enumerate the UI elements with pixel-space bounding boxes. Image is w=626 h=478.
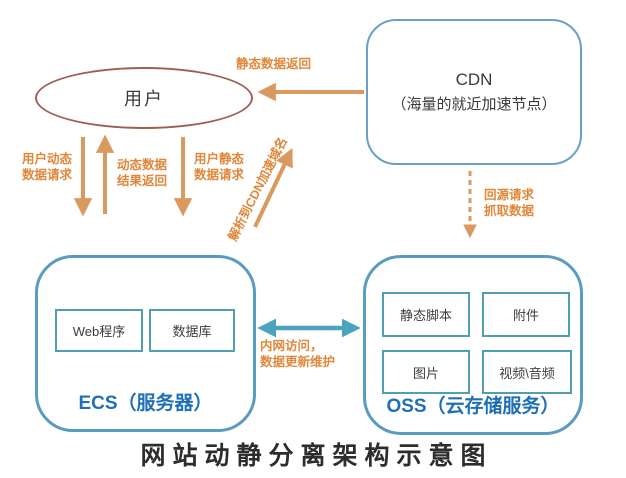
oss-node: 静态脚本 附件 图片 视频\音频 OSS（云存储服务） bbox=[363, 255, 583, 435]
oss-node-label: OSS（云存储服务） bbox=[386, 396, 560, 417]
origin-fetch-label: 回源请求 抓取数据 bbox=[484, 188, 535, 219]
attachment-box: 附件 bbox=[482, 292, 570, 337]
image-label: 图片 bbox=[412, 365, 439, 381]
image-box: 图片 bbox=[382, 350, 470, 394]
database-label: 数据库 bbox=[172, 324, 212, 339]
resolve-to-cdn-label: 解析到CDN加速域名 bbox=[225, 134, 291, 244]
ecs-node-label: ECS（服务器） bbox=[78, 393, 213, 414]
user-node: 用户 bbox=[35, 67, 253, 129]
video-audio-label: 视频\音频 bbox=[499, 365, 555, 381]
static-script-label: 静态脚本 bbox=[399, 308, 452, 323]
cdn-node-title: CDN bbox=[455, 70, 493, 89]
static-script-box: 静态脚本 bbox=[382, 292, 470, 337]
ecs-node: Web程序 数据库 ECS（服务器） bbox=[35, 255, 256, 432]
intranet-access-label: 内网访问， 数据更新维护 bbox=[260, 339, 336, 370]
web-app-label: Web程序 bbox=[72, 324, 126, 339]
attachment-label: 附件 bbox=[512, 308, 539, 323]
database-box: 数据库 bbox=[149, 309, 235, 352]
video-audio-box: 视频\音频 bbox=[482, 350, 572, 394]
user-dynamic-request-label: 用户动态 数据请求 bbox=[21, 152, 72, 183]
dynamic-result-return-label: 动态数据 结果返回 bbox=[116, 158, 167, 189]
cdn-node: CDN （海量的就近加速节点） bbox=[366, 19, 582, 165]
web-app-box: Web程序 bbox=[55, 309, 143, 352]
cdn-node-subtitle: （海量的就近加速节点） bbox=[391, 96, 557, 113]
diagram-title: 网站动静分离架构示意图 bbox=[140, 442, 493, 470]
static-return-label: 静态数据返回 bbox=[236, 57, 312, 71]
user-node-label: 用户 bbox=[124, 89, 164, 109]
user-static-request-label: 用户静态 数据请求 bbox=[193, 152, 244, 183]
